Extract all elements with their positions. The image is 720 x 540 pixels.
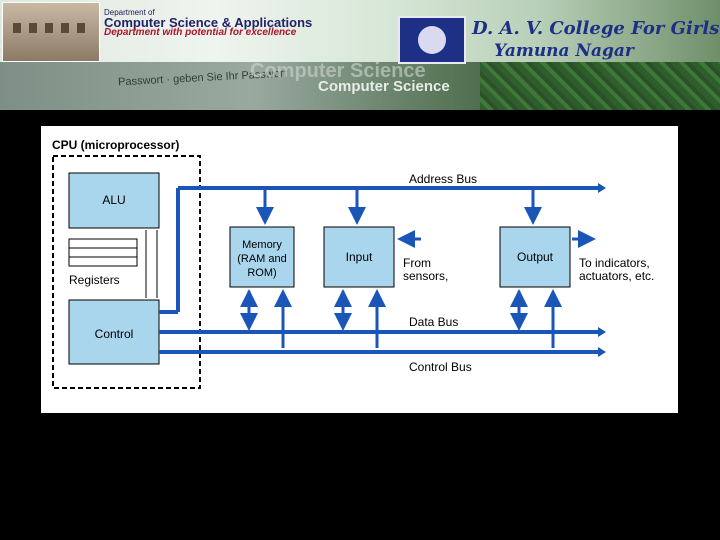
control-bus-arrowhead: [598, 347, 606, 357]
microprocessor-system-diagram: CPU (microprocessor) ALU Registers Contr…: [41, 126, 678, 413]
output-box: [499, 226, 571, 288]
department-tagline: Department with potential for excellence: [104, 27, 297, 38]
to-indicators-label-2: actuators, etc.: [579, 269, 654, 283]
college-emblem-logo: [398, 16, 466, 64]
memory-box: [229, 226, 295, 288]
input-label: Input: [346, 250, 373, 264]
memory-label-1: Memory: [242, 239, 282, 251]
address-bus-label: Address Bus: [409, 172, 477, 186]
alu-box: [68, 172, 160, 229]
from-sensors-label-1: From: [403, 256, 431, 270]
input-box: [323, 226, 395, 288]
registers-label: Registers: [69, 273, 120, 287]
department-title: Department of Computer Science & Applica…: [104, 8, 312, 38]
college-name-text: D. A. V. College For Girls: [472, 18, 720, 39]
memory-label-3: ROM): [247, 267, 276, 279]
college-city: Yamuna Nagar: [494, 41, 634, 61]
control-label: Control: [95, 327, 134, 341]
data-bus-label: Data Bus: [409, 315, 458, 329]
alu-label: ALU: [102, 193, 125, 207]
registers-stack: [68, 238, 138, 267]
control-bus-label: Control Bus: [409, 360, 472, 374]
college-building-photo: [2, 2, 100, 62]
memory-label-2: (RAM and: [237, 253, 287, 265]
address-bus-arrowhead: [598, 183, 606, 193]
output-label: Output: [517, 250, 554, 264]
department-name: Computer Science & Applications: [104, 15, 313, 30]
circuit-board-image: [480, 62, 720, 110]
cpu-boundary: [52, 155, 201, 389]
header-banner: Department of Computer Science & Applica…: [0, 0, 720, 110]
college-name: D. A. V. College For Girls Yamuna Nagar: [472, 18, 719, 62]
cpu-title: CPU (microprocessor): [52, 138, 179, 152]
to-indicators-label-1: To indicators,: [579, 256, 650, 270]
department-label: Department of: [104, 8, 155, 17]
from-sensors-label-2: sensors,: [403, 269, 448, 283]
background-title-faded: Computer Science: [250, 60, 426, 82]
background-title: Computer Science: [318, 78, 450, 95]
data-bus-arrowhead: [598, 327, 606, 337]
diagram-svg: CPU (microprocessor) ALU Registers Contr…: [52, 138, 654, 389]
